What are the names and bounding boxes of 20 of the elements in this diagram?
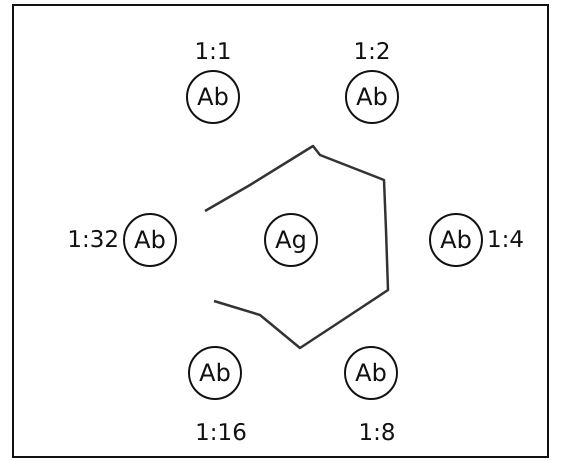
well-label: Ab — [355, 361, 387, 385]
well-circle — [345, 70, 399, 124]
well-circle — [188, 346, 242, 400]
well-label: Ab — [134, 228, 166, 252]
well-circle — [429, 213, 483, 267]
dilution-label: 1:32 — [67, 228, 119, 252]
well-circle — [123, 213, 177, 267]
well-circle — [186, 70, 240, 124]
dilution-label: 1:2 — [353, 41, 390, 64]
well-label: Ab — [440, 228, 472, 252]
well-circle — [264, 213, 318, 267]
dilution-label: 1:4 — [487, 228, 524, 252]
well-label: Ab — [197, 85, 229, 109]
dilution-label: 1:1 — [194, 41, 232, 64]
dilution-label: 1:16 — [195, 422, 247, 445]
dilution-label: 1:8 — [358, 422, 396, 445]
well-circle — [344, 346, 398, 400]
well-label: Ab — [199, 361, 231, 385]
well-label: Ab — [356, 85, 388, 109]
well-label: Ag — [275, 228, 307, 252]
